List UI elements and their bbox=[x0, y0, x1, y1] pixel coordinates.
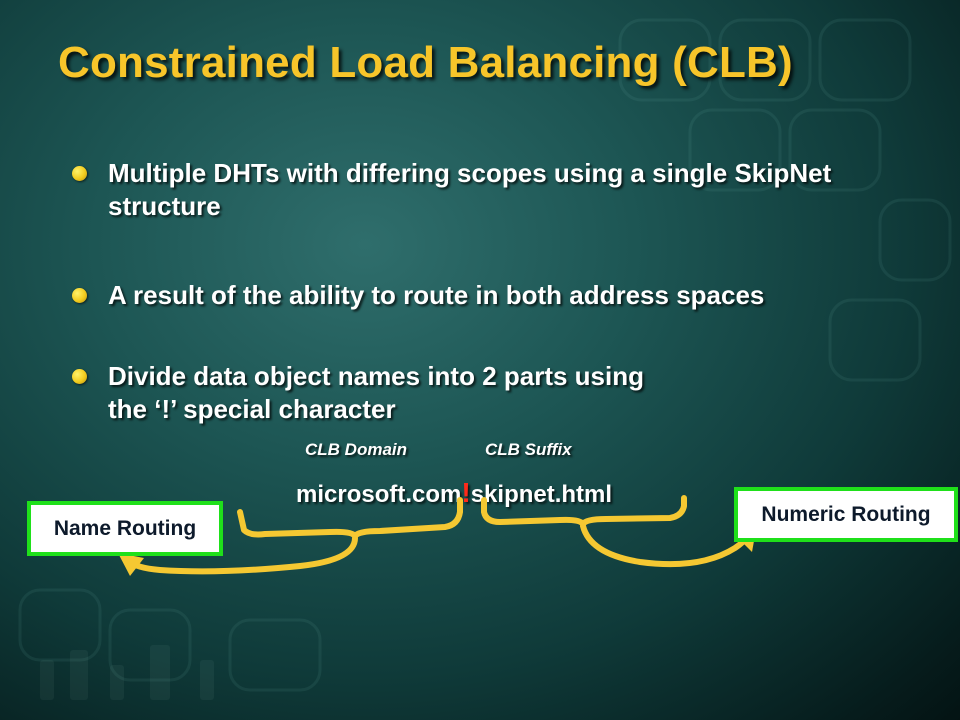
name-routing-box: Name Routing bbox=[27, 501, 223, 556]
numeric-routing-box: Numeric Routing bbox=[734, 487, 958, 542]
bullet-text: Divide data object names into 2 parts us… bbox=[108, 361, 645, 424]
clb-domain-label: CLB Domain bbox=[305, 440, 407, 459]
clb-suffix-label: CLB Suffix bbox=[485, 440, 572, 459]
bullet-text: A result of the ability to route in both… bbox=[108, 280, 765, 310]
object-name: microsoft.com!skipnet.html bbox=[296, 477, 612, 509]
bullet-item: A result of the ability to route in both… bbox=[72, 279, 922, 312]
object-name-separator: ! bbox=[461, 477, 471, 508]
slide-title: Constrained Load Balancing (CLB) bbox=[58, 38, 793, 87]
object-name-suffix: skipnet.html bbox=[470, 481, 613, 508]
numeric-routing-arrow bbox=[580, 523, 751, 568]
object-name-domain: microsoft.com bbox=[296, 481, 462, 508]
name-routing-arrowhead bbox=[118, 553, 144, 576]
bullet-item: Divide data object names into 2 parts us… bbox=[72, 360, 922, 426]
bullet-item: Multiple DHTs with differing scopes usin… bbox=[72, 157, 922, 223]
bullet-icon bbox=[72, 288, 87, 303]
bullet-icon bbox=[72, 369, 87, 384]
bullet-icon bbox=[72, 166, 87, 181]
bullet-text: Multiple DHTs with differing scopes usin… bbox=[108, 158, 832, 221]
